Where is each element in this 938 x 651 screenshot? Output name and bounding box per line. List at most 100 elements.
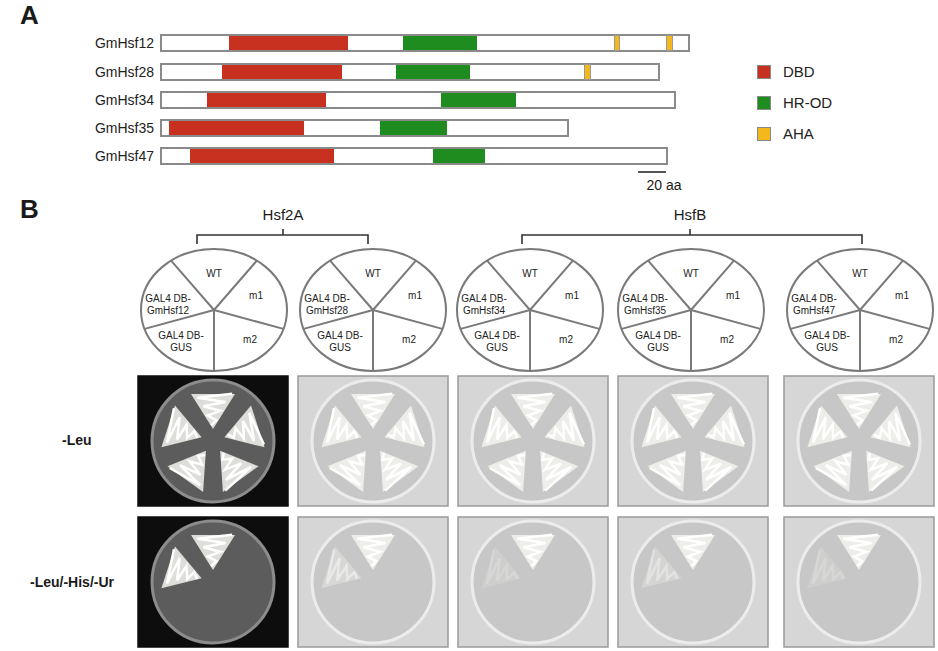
yeast-growth bbox=[641, 406, 681, 448]
panel-letter: A bbox=[20, 0, 39, 31]
hr-od-domain bbox=[380, 121, 447, 135]
streak-line bbox=[167, 549, 197, 583]
medium-label: -Leu/-His/-Ur bbox=[30, 574, 114, 590]
yeast-growth bbox=[481, 547, 521, 589]
plate-outline bbox=[618, 249, 764, 371]
sector-divider bbox=[529, 310, 531, 371]
streak-line bbox=[813, 549, 843, 583]
sector-label: GAL4 DB- GUS bbox=[801, 330, 853, 354]
agar-plate bbox=[632, 521, 754, 643]
hr-od-domain bbox=[403, 36, 477, 50]
photo-frame bbox=[298, 517, 448, 647]
sector-label: GAL4 DB- GUS bbox=[471, 330, 523, 354]
dbd-domain bbox=[190, 149, 334, 163]
sector-label: GAL4 DB- GUS bbox=[314, 330, 366, 354]
sector-label: m2 bbox=[243, 334, 257, 346]
plate-outline bbox=[457, 249, 603, 371]
yeast-growth bbox=[837, 394, 881, 429]
group-label: HsfB bbox=[674, 206, 707, 223]
sector-divider bbox=[372, 310, 374, 371]
group-bracket bbox=[522, 229, 862, 244]
legend-swatch bbox=[757, 65, 771, 79]
streak-line bbox=[197, 394, 232, 425]
yeast-growth bbox=[168, 451, 206, 492]
protein-name: GmHsf34 bbox=[95, 92, 154, 108]
protein-bar: GmHsf34 bbox=[160, 91, 676, 109]
aha-motif bbox=[614, 35, 620, 51]
yeast-growth bbox=[191, 394, 235, 429]
photo-frame bbox=[458, 517, 608, 647]
sector-label: WT bbox=[206, 268, 222, 280]
streak-line bbox=[223, 453, 252, 491]
sector-divider bbox=[859, 310, 861, 371]
streak-line bbox=[647, 549, 677, 583]
protein-bar: GmHsf28 bbox=[160, 63, 660, 81]
streak-line bbox=[703, 453, 732, 491]
agar-plate bbox=[152, 380, 274, 502]
sector-plate-map: WTm1m2GAL4 DB- GUSGAL4 DB- GmHsf47 bbox=[786, 248, 934, 372]
streak-line bbox=[869, 453, 898, 491]
hr-od-domain bbox=[433, 149, 485, 163]
protein-name: GmHsf47 bbox=[95, 148, 154, 164]
sector-plate-map: WTm1m2GAL4 DB- GUSGAL4 DB- GmHsf34 bbox=[456, 248, 604, 372]
yeast-growth bbox=[870, 406, 910, 448]
agar-plate bbox=[312, 521, 434, 643]
sector-divider bbox=[691, 310, 760, 329]
sector-divider bbox=[690, 310, 692, 371]
yeast-growth bbox=[161, 547, 201, 589]
panel-letter: B bbox=[20, 194, 39, 225]
legend-swatch bbox=[757, 127, 771, 141]
yeast-growth bbox=[544, 406, 584, 448]
streak-line bbox=[487, 549, 517, 583]
sector-label: m2 bbox=[559, 334, 573, 346]
yeast-growth bbox=[321, 547, 361, 589]
streak-line bbox=[383, 453, 412, 491]
streak-line bbox=[357, 535, 392, 566]
sector-divider bbox=[530, 310, 599, 329]
yeast-growth bbox=[704, 406, 744, 448]
streak-line bbox=[677, 394, 712, 425]
legend-text: AHA bbox=[783, 125, 814, 142]
yeast-growth bbox=[511, 535, 555, 570]
agar-plate bbox=[798, 521, 920, 643]
streak-line bbox=[647, 408, 677, 442]
photo-frame bbox=[784, 517, 934, 647]
aha-motif bbox=[584, 64, 591, 80]
streak-line bbox=[357, 394, 392, 425]
sector-label: m1 bbox=[565, 290, 579, 302]
sector-label: GAL4 DB- GmHsf34 bbox=[458, 293, 510, 317]
hr-od-domain bbox=[396, 65, 470, 79]
group-label: Hsf2A bbox=[263, 206, 304, 223]
scale-bar bbox=[638, 171, 666, 173]
dbd-domain bbox=[229, 36, 348, 50]
streak-line bbox=[487, 408, 517, 442]
group-bracket bbox=[197, 229, 368, 244]
sector-label: m1 bbox=[726, 290, 740, 302]
sector-label: WT bbox=[683, 268, 699, 280]
sector-label: m2 bbox=[889, 334, 903, 346]
sector-label: GAL4 DB- GmHsf47 bbox=[788, 293, 840, 317]
streak-line bbox=[543, 453, 572, 491]
yeast-growth bbox=[321, 406, 361, 448]
sector-label: m2 bbox=[720, 334, 734, 346]
sector-plate-map: WTm1m2GAL4 DB- GUSGAL4 DB- GmHsf35 bbox=[617, 248, 765, 372]
yeast-growth bbox=[814, 451, 852, 492]
protein-name: GmHsf28 bbox=[95, 64, 154, 80]
yeast-growth bbox=[807, 406, 847, 448]
plate-outline bbox=[300, 249, 446, 371]
streak-line bbox=[816, 455, 852, 485]
yeast-growth bbox=[641, 547, 681, 589]
sector-label: GAL4 DB- GmHsf35 bbox=[619, 293, 671, 317]
yeast-growth bbox=[351, 535, 395, 570]
dbd-domain bbox=[222, 65, 342, 79]
streak-line bbox=[167, 408, 197, 442]
streak-line bbox=[327, 408, 357, 442]
streak-line bbox=[708, 413, 744, 445]
sector-label: m1 bbox=[408, 290, 422, 302]
streak-line bbox=[170, 455, 206, 485]
plate-outline bbox=[787, 249, 933, 371]
sector-label: GAL4 DB- GmHsf12 bbox=[142, 293, 194, 317]
medium-label: -Leu bbox=[62, 432, 92, 448]
sector-plate-map: WTm1m2GAL4 DB- GUSGAL4 DB- GmHsf28 bbox=[299, 248, 447, 372]
